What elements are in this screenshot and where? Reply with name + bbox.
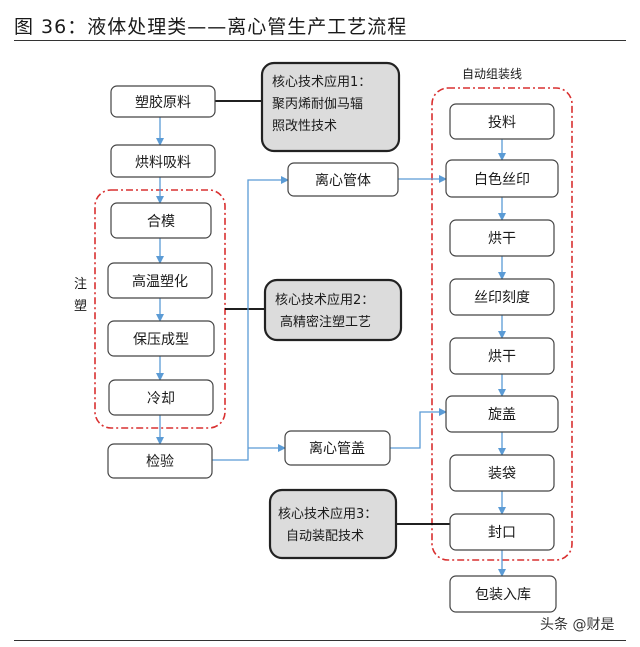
- figure-title: 图 36：液体处理类——离心管生产工艺流程: [14, 16, 408, 38]
- node-dry-2: 烘干: [449, 337, 555, 375]
- node-scale-print: 丝印刻度: [449, 278, 555, 316]
- node-raw-material: 塑胶原料: [110, 85, 216, 118]
- node-tube-body: 离心管体: [287, 162, 399, 197]
- svg-text:烘料吸料: 烘料吸料: [135, 155, 191, 171]
- svg-text:包装入库: 包装入库: [475, 587, 531, 603]
- title-rule: [14, 40, 626, 41]
- svg-text:核心技术应用2：: 核心技术应用2：: [275, 292, 374, 308]
- svg-text:塑胶原料: 塑胶原料: [135, 94, 191, 111]
- svg-text:自动装配技术: 自动装配技术: [286, 529, 364, 544]
- svg-text:检验: 检验: [146, 454, 174, 470]
- svg-text:封口: 封口: [488, 525, 516, 541]
- node-tube-cap: 离心管盖: [284, 430, 391, 466]
- tech-box-3: 核心技术应用3： 自动装配技术: [268, 488, 398, 560]
- node-sealing: 封口: [449, 513, 555, 551]
- svg-text:丝印刻度: 丝印刻度: [474, 290, 530, 306]
- svg-text:白色丝印: 白色丝印: [474, 171, 530, 188]
- tech-box-1: 核心技术应用1： 聚丙烯耐伽马辐 照改性技术: [260, 61, 401, 153]
- svg-text:冷却: 冷却: [147, 391, 175, 407]
- node-white-print: 白色丝印: [445, 159, 559, 198]
- svg-text:核心技术应用1：: 核心技术应用1：: [272, 74, 371, 90]
- svg-text:离心管体: 离心管体: [315, 172, 371, 189]
- node-cooling: 冷却: [108, 379, 214, 416]
- node-inspection: 检验: [107, 443, 213, 479]
- svg-text:核心技术应用3：: 核心技术应用3：: [278, 506, 377, 522]
- node-drying: 烘料吸料: [110, 144, 216, 178]
- node-capping: 旋盖: [445, 395, 559, 433]
- svg-text:投料: 投料: [488, 115, 516, 131]
- assembly-line-label: 自动组装线: [462, 67, 522, 81]
- svg-text:保压成型: 保压成型: [133, 332, 189, 348]
- watermark: 头条 @财是: [540, 617, 615, 633]
- svg-text:照改性技术: 照改性技术: [272, 119, 337, 134]
- node-packaging: 包装入库: [449, 575, 557, 613]
- svg-text:高温塑化: 高温塑化: [132, 273, 188, 290]
- node-mold-close: 合模: [110, 202, 212, 239]
- node-high-temp: 高温塑化: [107, 262, 213, 299]
- node-bagging: 装袋: [449, 454, 555, 492]
- svg-text:装袋: 装袋: [488, 466, 516, 482]
- svg-text:高精密注塑工艺: 高精密注塑工艺: [280, 314, 371, 330]
- node-dry-1: 烘干: [449, 219, 555, 257]
- arrow-tube-cap-to-capping: [390, 408, 447, 449]
- svg-text:旋盖: 旋盖: [488, 407, 516, 423]
- node-feeding: 投料: [449, 103, 555, 140]
- svg-text:离心管盖: 离心管盖: [309, 440, 365, 457]
- injection-label-2: 塑: [74, 299, 87, 314]
- tech-box-2: 核心技术应用2： 高精密注塑工艺: [263, 278, 403, 342]
- bottom-rule: [14, 640, 626, 641]
- node-pressure-forming: 保压成型: [107, 320, 215, 357]
- svg-text:聚丙烯耐伽马辐: 聚丙烯耐伽马辐: [272, 97, 363, 112]
- injection-label-1: 注: [74, 277, 87, 292]
- svg-text:合模: 合模: [147, 214, 175, 230]
- svg-text:烘干: 烘干: [488, 231, 516, 247]
- arrow-inspection-to-tube-body: [212, 176, 289, 461]
- svg-text:烘干: 烘干: [488, 349, 516, 365]
